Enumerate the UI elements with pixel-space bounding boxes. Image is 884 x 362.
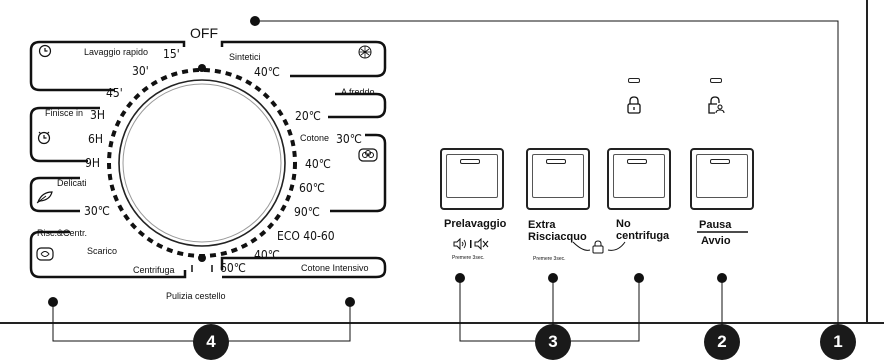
leader-dot-3c [634,273,644,283]
child-lock-icon [708,96,725,114]
program-synthetics-40: 40℃ [254,65,280,79]
program-cotton-30: 30℃ [336,132,362,146]
lock-led [628,78,640,83]
bracket-synthetics [220,40,387,78]
prewash-hint: Premere 3sec. [452,255,485,261]
extra-rinse-label-1: Extra [528,219,556,231]
extra-rinse-led [546,159,566,164]
clock-icon [38,44,52,58]
extra-rinse-button[interactable] [526,148,590,210]
bracket-delicates [29,176,80,213]
leader-dot-3b [548,273,558,283]
child-lock-led [710,78,722,83]
bracket-cotton [330,133,387,213]
clock-icon [37,131,51,145]
program-cotton-40: 40℃ [305,157,331,171]
extra-rinse-button-face [532,154,584,198]
dial-dashes [107,68,297,258]
padlock-icon [627,96,641,114]
prewash-led [460,159,480,164]
child-lock-icon [592,240,604,254]
program-cold: A freddo [341,87,375,97]
program-drum-clean: Pulizia cestello [166,291,226,301]
bracket-finish-in [29,106,100,163]
synthetic-fabric-icon [358,45,372,59]
bracket-cold [328,92,387,119]
no-spin-led [627,159,647,164]
pause-start-button-face [696,154,748,198]
leader-dot-3a [455,273,465,283]
no-spin-button-face [613,154,665,198]
bracket-intensive [220,256,387,279]
program-intensive-60: 60℃ [220,261,246,275]
program-quick-30: 30' [132,64,149,78]
leader-dot-4b [345,297,355,307]
leader-dot-2 [717,273,727,283]
program-finish-in: Finisce in [45,108,84,118]
leader-dot-1 [250,16,260,26]
program-rinse-spin: Risc.&Centr. [37,228,88,238]
pause-label: Pausa [699,219,732,231]
program-finish-9h: 9H [85,156,100,170]
bracket-quick-wash [29,40,186,92]
program-delicates-30: 30℃ [84,204,110,218]
pause-start-button[interactable] [690,148,754,210]
no-spin-label-2: centrifuga [616,230,670,242]
drum-spin-icon [36,247,54,261]
program-dial-ring [118,79,286,247]
extra-rinse-hint: Premere 3sec. [533,256,566,262]
callout-3: 3 [535,324,571,360]
program-quick-15: 15' [163,47,180,61]
speaker-mute-icon [453,238,489,250]
program-eco: ECO 40-60 [277,229,335,243]
child-lock-bracket [572,241,626,251]
extra-rinse-label-2: Risciacquo [528,231,587,243]
callout-4: 4 [193,324,229,360]
prewash-label: Prelavaggio [444,218,507,230]
pause-start-led [710,159,730,164]
start-label: Avvio [701,235,731,247]
program-quick-wash: Lavaggio rapido [84,47,149,57]
program-cotton-90: 90℃ [294,205,320,219]
prewash-button-face [446,154,498,198]
program-dial-inner [122,83,282,243]
callout-2: 2 [704,324,740,360]
program-cold-20: 20℃ [295,109,321,123]
program-cotton: Cotone [300,133,330,143]
program-intensive: Cotone Intensivo [301,263,369,273]
panel-bottom-edge [0,322,884,324]
feather-icon [36,191,53,204]
leader-dot-4a [48,297,58,307]
program-cotton-60: 60℃ [299,181,325,195]
program-intensive-40: 40℃ [254,248,280,262]
leader-1 [255,20,839,330]
dial-off-label: OFF [190,25,218,41]
program-finish-3h: 3H [90,108,105,122]
program-finish-6h: 6H [88,132,103,146]
program-synthetics: Sintetici [229,52,261,62]
no-spin-button[interactable] [607,148,671,210]
cotton-flower-icon [358,148,378,162]
panel-right-edge [866,0,868,324]
bracket-drain-spin [29,230,187,279]
callout-1: 1 [820,324,856,360]
no-spin-label-1: No [616,218,631,230]
program-spin: Centrifuga [133,265,175,275]
program-drain: Scarico [87,246,118,256]
program-quick-45: 45' [106,86,123,100]
program-delicates: Delicati [57,178,87,188]
prewash-button[interactable] [440,148,504,210]
